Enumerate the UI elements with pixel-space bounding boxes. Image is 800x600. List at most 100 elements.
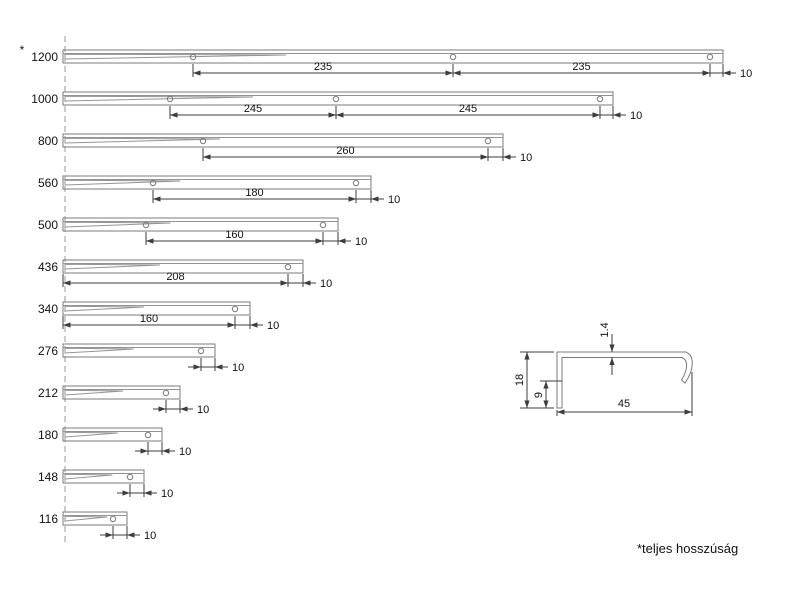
dim-arrow-icon — [328, 112, 336, 118]
handle-row-500: 500 160 10 — [38, 217, 367, 248]
dimension-label: 9 — [533, 392, 545, 398]
dimension-label: 208 — [166, 271, 184, 283]
dimension-label: 1.4 — [599, 322, 611, 337]
grip-recess — [64, 305, 145, 312]
dim-arrow-icon — [592, 112, 600, 118]
dim-arrow-icon — [105, 532, 113, 538]
dimension-label: 10 — [355, 236, 367, 248]
dim-arrow-icon — [524, 352, 530, 360]
length-label: 116 — [39, 512, 58, 526]
dim-arrow-icon — [348, 196, 356, 202]
screw-hole-icon — [332, 95, 340, 103]
dim-arrow-icon — [543, 381, 549, 389]
screw-hole-icon — [144, 431, 152, 439]
dimension-label: 245 — [459, 103, 477, 115]
handle-body — [62, 175, 372, 190]
handle-body — [62, 301, 251, 316]
dim-arrow-icon — [227, 322, 235, 328]
dimension-label: 10 — [179, 446, 191, 458]
dim-arrow-icon — [140, 448, 148, 454]
screw-hole-icon — [149, 179, 157, 187]
dimension-label: 160 — [140, 313, 158, 325]
grip-recess — [64, 221, 171, 228]
dim-arrow-icon — [193, 364, 201, 370]
dim-arrow-icon — [280, 280, 288, 286]
dimension-label: 10 — [520, 152, 532, 164]
length-label: 800 — [38, 134, 58, 148]
screw-hole-icon — [126, 473, 134, 481]
length-label: 1000 — [31, 92, 58, 106]
length-label: 180 — [38, 428, 58, 442]
dim-arrow-icon — [170, 112, 178, 118]
dimension-label: 235 — [572, 61, 590, 73]
dim-arrow-icon — [146, 238, 154, 244]
dim-arrow-icon — [315, 238, 323, 244]
screw-hole-icon — [706, 53, 714, 61]
handle-body — [62, 469, 145, 484]
grip-recess — [64, 179, 181, 186]
screw-hole-icon — [231, 305, 239, 313]
handle-row-180: 180 10 — [38, 427, 191, 458]
length-label: 436 — [38, 260, 58, 274]
dim-arrow-icon — [609, 357, 615, 365]
dimension-label: 10 — [388, 194, 400, 206]
dimension-label: 10 — [320, 278, 332, 290]
dim-arrow-icon — [122, 490, 130, 496]
dimension-label: 10 — [630, 110, 642, 122]
dimension-label: 10 — [197, 404, 209, 416]
asterisk-note: * — [20, 43, 25, 57]
dimension-label: 180 — [245, 187, 263, 199]
dim-arrow-icon — [702, 70, 710, 76]
dimension-label: 260 — [336, 145, 354, 157]
grip-recess — [64, 431, 118, 438]
dim-arrow-icon — [480, 154, 488, 160]
profile-outline — [556, 351, 693, 409]
grip-recess — [64, 389, 124, 396]
dim-arrow-icon — [503, 154, 511, 160]
dim-arrow-icon — [613, 112, 621, 118]
screw-hole-icon — [166, 95, 174, 103]
dim-arrow-icon — [215, 364, 223, 370]
dim-arrow-icon — [180, 406, 188, 412]
dim-arrow-icon — [193, 70, 201, 76]
dim-arrow-icon — [162, 448, 170, 454]
dim-arrow-icon — [303, 280, 311, 286]
length-label: 148 — [38, 470, 58, 484]
dim-arrow-icon — [203, 154, 211, 160]
dim-arrow-icon — [543, 400, 549, 408]
handle-body — [62, 385, 181, 400]
grip-recess — [64, 473, 113, 480]
length-label: 500 — [38, 218, 58, 232]
dim-arrow-icon — [371, 196, 379, 202]
grip-recess — [64, 95, 254, 102]
handle-row-1000: 1000 245 245 10 — [31, 91, 642, 122]
screw-hole-icon — [109, 515, 117, 523]
screw-hole-icon — [189, 53, 197, 61]
dimension-label: 245 — [244, 103, 262, 115]
dimension-label: 10 — [144, 530, 156, 542]
dim-arrow-icon — [445, 70, 453, 76]
handle-body — [62, 427, 163, 442]
handle-body — [62, 91, 614, 106]
grip-recess — [64, 53, 287, 60]
handle-body — [62, 343, 216, 358]
screw-hole-icon — [284, 263, 292, 271]
dim-arrow-icon — [144, 490, 152, 496]
dim-arrow-icon — [338, 238, 346, 244]
dimension-label: 160 — [225, 229, 243, 241]
screw-hole-icon — [352, 179, 360, 187]
dim-arrow-icon — [63, 280, 71, 286]
handle-body — [62, 511, 128, 526]
screw-hole-icon — [449, 53, 457, 61]
screw-hole-icon — [319, 221, 327, 229]
dimension-label: 10 — [161, 488, 173, 500]
handle-row-116: 116 10 — [39, 511, 156, 542]
grip-recess — [64, 515, 108, 522]
dim-arrow-icon — [63, 322, 71, 328]
screw-hole-icon — [199, 137, 207, 145]
dim-arrow-icon — [557, 409, 565, 415]
